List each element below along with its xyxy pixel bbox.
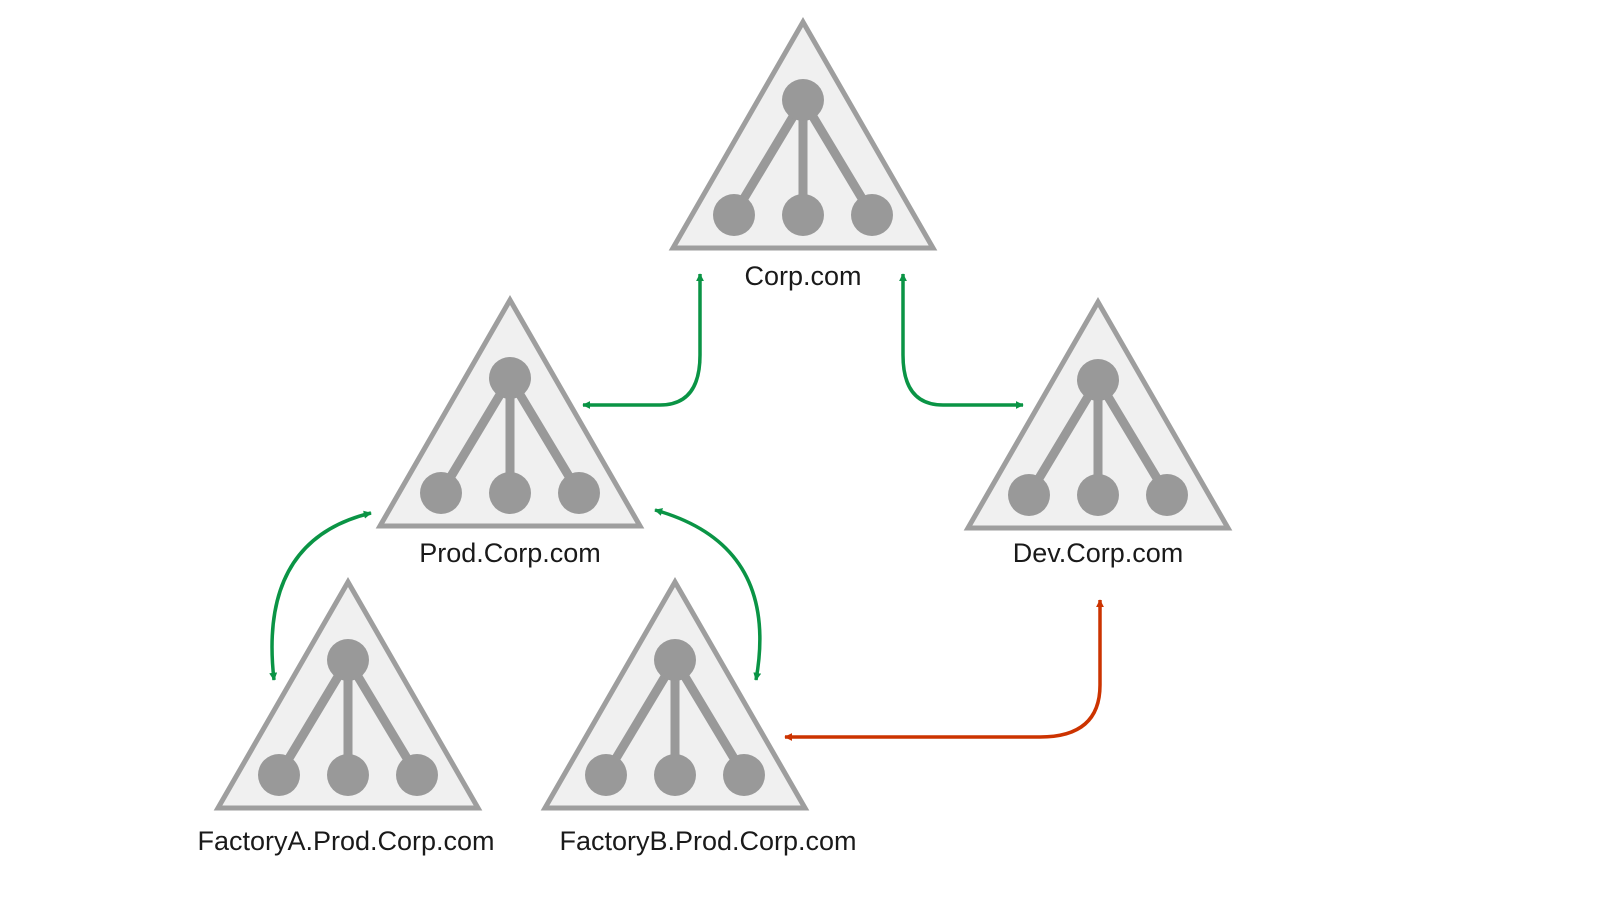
tree-child-node bbox=[420, 472, 462, 514]
domain-tree-icon bbox=[963, 296, 1233, 531]
tree-branch bbox=[1093, 375, 1172, 500]
tree-child-node bbox=[713, 194, 755, 236]
tree-child-node bbox=[585, 754, 627, 796]
trust-links bbox=[269, 273, 1104, 741]
tree-branch bbox=[601, 655, 680, 780]
tree-branch bbox=[343, 655, 422, 780]
tree-child-node bbox=[489, 472, 531, 514]
domain-label-corp: Corp.com bbox=[744, 261, 861, 291]
domain-tree-icon bbox=[375, 294, 645, 529]
domain-tree-icon bbox=[540, 576, 810, 811]
tree-root-node bbox=[654, 639, 696, 681]
tree-child-node bbox=[1077, 474, 1119, 516]
domain-node-dev: Dev.Corp.com bbox=[963, 296, 1233, 568]
tree-branch bbox=[798, 95, 877, 220]
tree-child-node bbox=[782, 194, 824, 236]
tree-child-node bbox=[327, 754, 369, 796]
tree-branch bbox=[505, 373, 584, 498]
trust-link-corp-prod bbox=[582, 273, 704, 409]
tree-root-node bbox=[489, 357, 531, 399]
domain-label-prod: Prod.Corp.com bbox=[419, 538, 601, 568]
tree-branch bbox=[436, 373, 515, 498]
domain-tree-icon bbox=[213, 576, 483, 811]
domain-label-factorya: FactoryA.Prod.Corp.com bbox=[197, 826, 494, 856]
tree-branch bbox=[274, 655, 353, 780]
domain-node-prod: Prod.Corp.com bbox=[375, 294, 645, 568]
domain-tree-icon bbox=[668, 16, 938, 251]
tree-child-node bbox=[1008, 474, 1050, 516]
tree-root-node bbox=[327, 639, 369, 681]
trust-link-prod-factorya bbox=[269, 510, 372, 681]
trust-link-prod-factoryb bbox=[654, 508, 762, 681]
tree-child-node bbox=[558, 472, 600, 514]
tree-root-node bbox=[1077, 359, 1119, 401]
domain-node-corp: Corp.com bbox=[668, 16, 938, 291]
trust-link-corp-dev bbox=[899, 273, 1024, 409]
tree-child-node bbox=[723, 754, 765, 796]
trust-link-dev-factoryb bbox=[784, 599, 1104, 741]
tree-child-node bbox=[258, 754, 300, 796]
tree-child-node bbox=[396, 754, 438, 796]
tree-branch bbox=[670, 655, 749, 780]
tree-child-node bbox=[654, 754, 696, 796]
domain-label-factoryb: FactoryB.Prod.Corp.com bbox=[559, 826, 856, 856]
tree-child-node bbox=[851, 194, 893, 236]
tree-child-node bbox=[1146, 474, 1188, 516]
tree-branch bbox=[729, 95, 808, 220]
tree-branch bbox=[1024, 375, 1103, 500]
domain-label-dev: Dev.Corp.com bbox=[1013, 538, 1184, 568]
tree-root-node bbox=[782, 79, 824, 121]
domain-node-factorya: FactoryA.Prod.Corp.com bbox=[197, 576, 495, 856]
domain-node-factoryb: FactoryB.Prod.Corp.com bbox=[540, 576, 857, 856]
